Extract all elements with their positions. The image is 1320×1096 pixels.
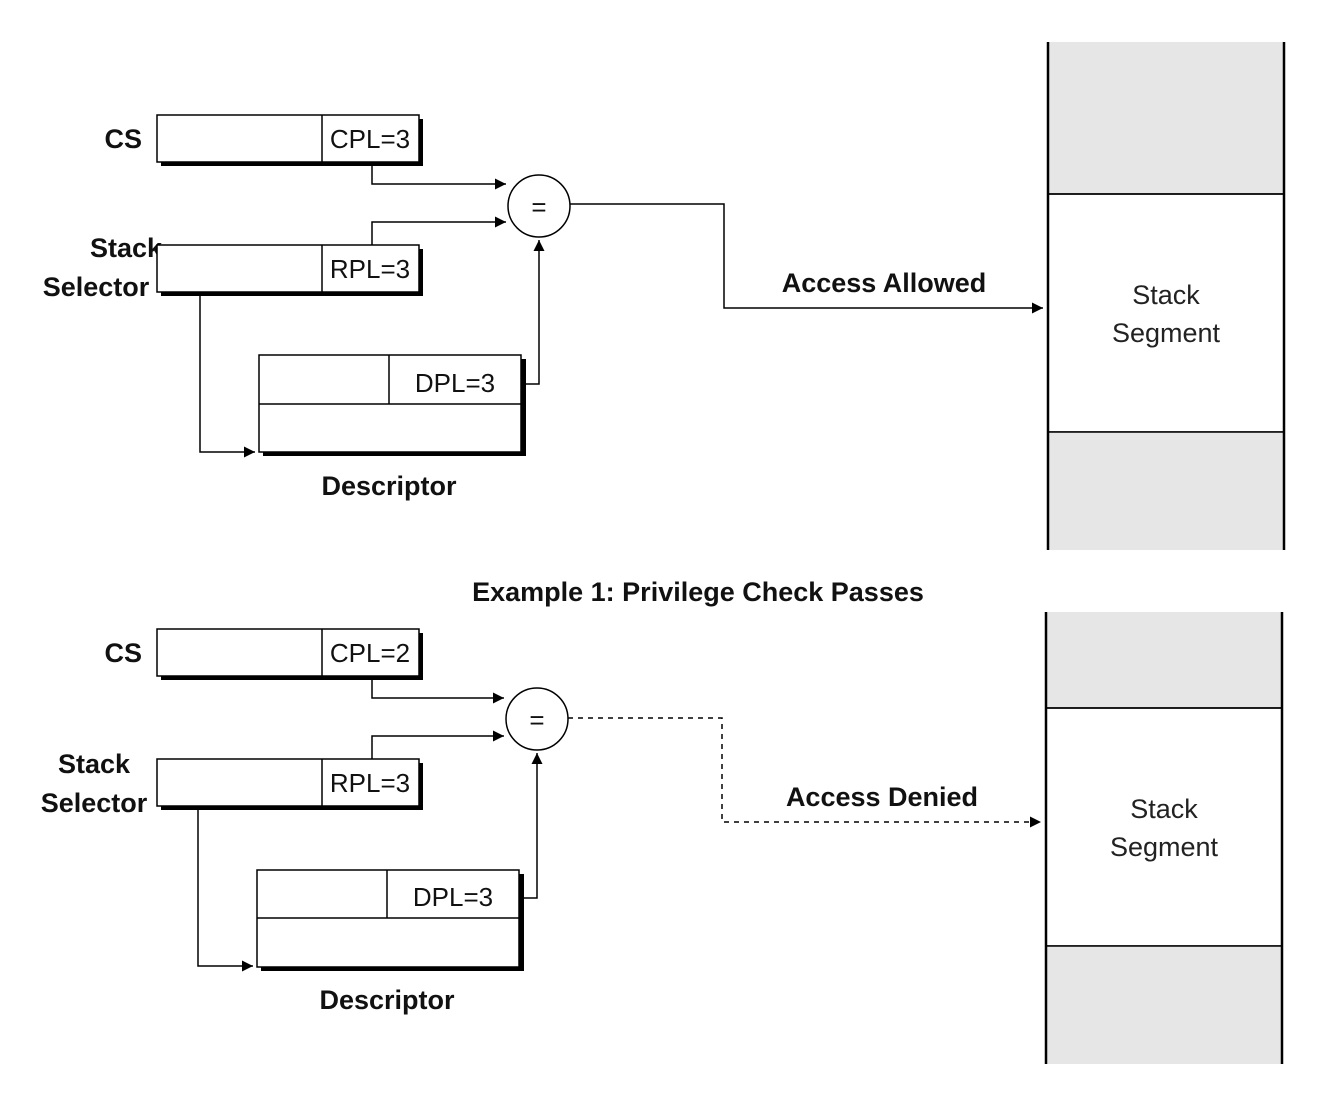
segment-lower-region [1048, 432, 1284, 550]
cpl-to-compare-arrow [371, 162, 506, 190]
compare-symbol: = [529, 705, 544, 735]
access-allowed-label: Access Allowed [782, 268, 987, 298]
access-denied-label: Access Denied [786, 782, 978, 812]
dpl-field: DPL=3 [415, 368, 495, 398]
segment-label-line2: Segment [1112, 318, 1221, 348]
stack-selector-register [156, 758, 420, 807]
descriptor-label: Descriptor [321, 471, 457, 501]
rpl-field: RPL=3 [330, 254, 410, 284]
stack-segment [1045, 707, 1283, 947]
segment-label-line2: Segment [1110, 832, 1219, 862]
compare-circle [505, 687, 569, 751]
segment-upper-region [1046, 612, 1282, 708]
cpl-field: CPL=2 [330, 638, 410, 668]
stack-segment [1047, 193, 1285, 433]
stack-selector-label-line1: Stack [58, 749, 131, 779]
stack-selector-label-line1: Stack [90, 233, 163, 263]
dpl-to-compare-arrow [519, 753, 543, 899]
rpl-to-compare-arrow [371, 216, 506, 245]
compare-circle [507, 174, 571, 238]
example-1-caption: Example 1: Privilege Check Passes [472, 577, 924, 607]
stack-selector-label-line2: Selector [43, 272, 150, 302]
dpl-to-compare-arrow [521, 240, 545, 385]
cpl-field: CPL=3 [330, 124, 410, 154]
access-allowed-arrow [570, 203, 1043, 314]
cs-register [156, 628, 420, 677]
selector-to-descriptor-arrow [199, 292, 255, 458]
rpl-field: RPL=3 [330, 768, 410, 798]
cpl-to-compare-arrow [371, 676, 504, 704]
example-2: CS CPL=2 Stack Selector RPL=3 DPL=3 Desc… [41, 612, 1284, 1064]
segment-upper-region [1048, 42, 1284, 194]
segment-lower-region [1046, 946, 1282, 1064]
descriptor-label: Descriptor [319, 985, 455, 1015]
segment-label-line1: Stack [1130, 794, 1198, 824]
selector-to-descriptor-arrow [197, 806, 253, 972]
example-1: CS CPL=3 Stack Selector RPL=3 DPL=3 Desc… [43, 42, 1286, 607]
segment-label-line1: Stack [1132, 280, 1200, 310]
dpl-field: DPL=3 [413, 882, 493, 912]
rpl-to-compare-arrow [371, 730, 504, 759]
stack-selector-label-line2: Selector [41, 788, 148, 818]
cs-label: CS [104, 638, 142, 668]
cs-label: CS [104, 124, 142, 154]
stack-selector-register [156, 244, 420, 293]
cs-register [156, 114, 420, 163]
compare-symbol: = [531, 192, 546, 222]
